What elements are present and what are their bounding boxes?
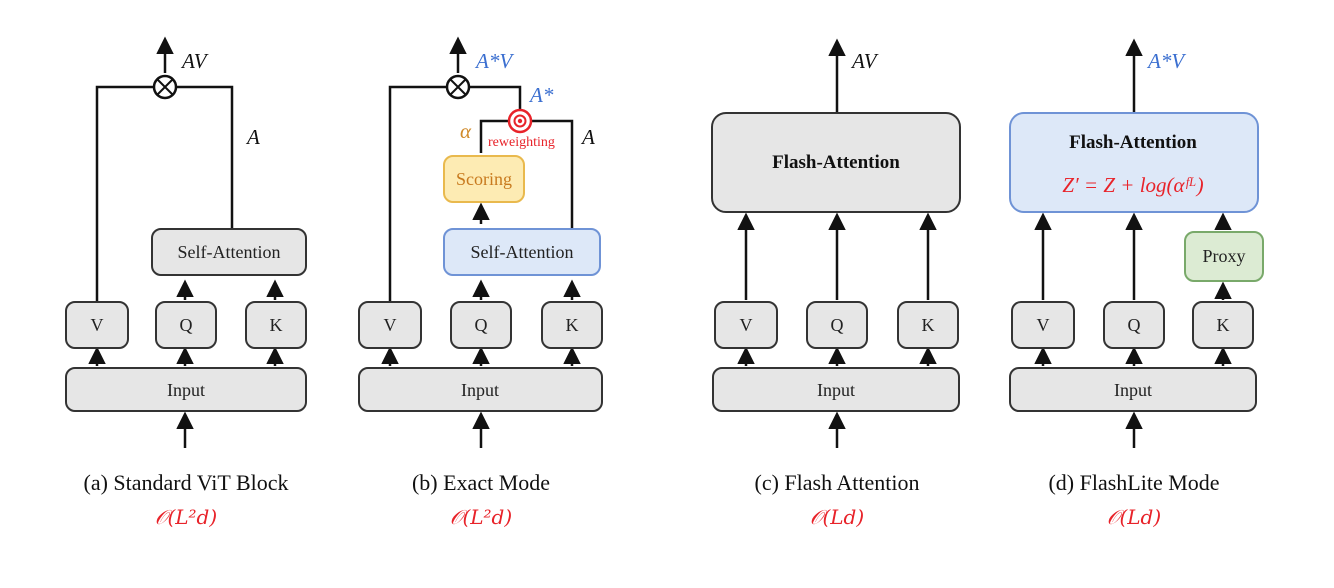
panel-a-v-box: [65, 301, 129, 349]
panel-a-multiply-cross: [156, 78, 174, 96]
panel-c: [737, 38, 937, 448]
panel-b-k-label: K: [566, 315, 579, 335]
panel-c-v-box: [714, 301, 778, 349]
panel-c-input-box: [712, 367, 960, 412]
panel-c-boxes: AV Flash-Attention V Q K Input (c) Flash…: [711, 49, 961, 529]
panel-b-v-label: V: [384, 315, 397, 335]
panel-a-k-label: K: [270, 315, 283, 335]
panel-b-alpha-label: α: [460, 119, 472, 143]
panel-b-complexity: 𝒪(L²d): [450, 505, 512, 529]
panel-b-k-box: [541, 301, 603, 349]
scoring-box: [443, 155, 525, 203]
panel-d-q-label: Q: [1128, 315, 1141, 335]
panel-b-v-box: [358, 301, 422, 349]
panel-a-caption: (a) Standard ViT Block: [84, 470, 289, 495]
panel-b-input-box: [358, 367, 603, 412]
panel-c-input-label: Input: [817, 380, 855, 400]
panel-b-attention-label: A: [580, 125, 595, 149]
panel-c-q-label: Q: [831, 315, 844, 335]
panel-d-boxes: A*V Flash-Attention Z′ = Z + log(αᶠᴸ) Pr…: [1009, 49, 1264, 529]
panel-a-input-box: [65, 367, 307, 412]
panel-b-self-attention-box: [443, 228, 601, 276]
panel-d-formula: Z′ = Z + log(αᶠᴸ): [1062, 173, 1203, 197]
panel-d-v-label: V: [1037, 315, 1050, 335]
panel-a-input-label: Input: [167, 380, 205, 400]
panel-b-q-label: Q: [475, 315, 488, 335]
panel-a-q-box: [155, 301, 217, 349]
reweighting-icon-ring: [513, 114, 527, 128]
panel-d: [1034, 38, 1232, 448]
panel-c-complexity: 𝒪(Ld): [810, 505, 864, 529]
panel-c-q-box: [806, 301, 868, 349]
panel-d-input-box: [1009, 367, 1257, 412]
panel-b-boxes: A*V A* α reweighting A Scoring Self-Atte…: [358, 49, 603, 529]
panel-b-self-attention-label: Self-Attention: [471, 242, 574, 262]
panel-b-reweighted-label: A*: [528, 83, 554, 107]
panel-b-output-label: A*V: [474, 49, 514, 73]
panel-b-input-label: Input: [461, 380, 499, 400]
panel-d-k-label: K: [1217, 315, 1230, 335]
panel-d-caption: (d) FlashLite Mode: [1048, 470, 1219, 495]
panel-b-q-box: [450, 301, 512, 349]
panel-d-input-label: Input: [1114, 380, 1152, 400]
panel-b-caption: (b) Exact Mode: [412, 470, 550, 495]
panel-c-caption: (c) Flash Attention: [755, 470, 920, 495]
proxy-label: Proxy: [1202, 246, 1245, 266]
panel-a-v-label: V: [91, 315, 104, 335]
panel-d-q-box: [1103, 301, 1165, 349]
panel-c-flash-attention-box: [711, 112, 961, 213]
panel-c-v-label: V: [740, 315, 753, 335]
panel-d-flash-attention-label: Flash-Attention: [1069, 132, 1197, 153]
panel-c-k-box: [897, 301, 959, 349]
scoring-label: Scoring: [456, 169, 512, 189]
panel-d-k-box: [1192, 301, 1254, 349]
panel-a-boxes: AV A Self-Attention V Q K Input (a) Stan…: [65, 49, 307, 529]
panel-c-k-label: K: [922, 315, 935, 335]
proxy-box: [1184, 231, 1264, 282]
panel-b-reweighting-label: reweighting: [488, 135, 555, 150]
panel-d-flash-attention-box: [1009, 112, 1259, 213]
panel-a-output-label: AV: [180, 49, 209, 73]
panel-a-attention-label: A: [245, 125, 260, 149]
panel-a-self-attention-label: Self-Attention: [178, 242, 281, 262]
panel-a-q-label: Q: [180, 315, 193, 335]
panel-b-multiply-cross: [449, 78, 467, 96]
panel-c-flash-attention-label: Flash-Attention: [772, 152, 900, 173]
panel-c-output-label: AV: [850, 49, 879, 73]
panel-d-complexity: 𝒪(Ld): [1107, 505, 1161, 529]
reweighting-icon-dot: [517, 118, 523, 124]
panel-a-k-box: [245, 301, 307, 349]
panel-a-complexity: 𝒪(L²d): [155, 505, 217, 529]
panel-d-v-box: [1011, 301, 1075, 349]
panel-d-output-label: A*V: [1146, 49, 1186, 73]
panel-a-self-attention-box: [151, 228, 307, 276]
